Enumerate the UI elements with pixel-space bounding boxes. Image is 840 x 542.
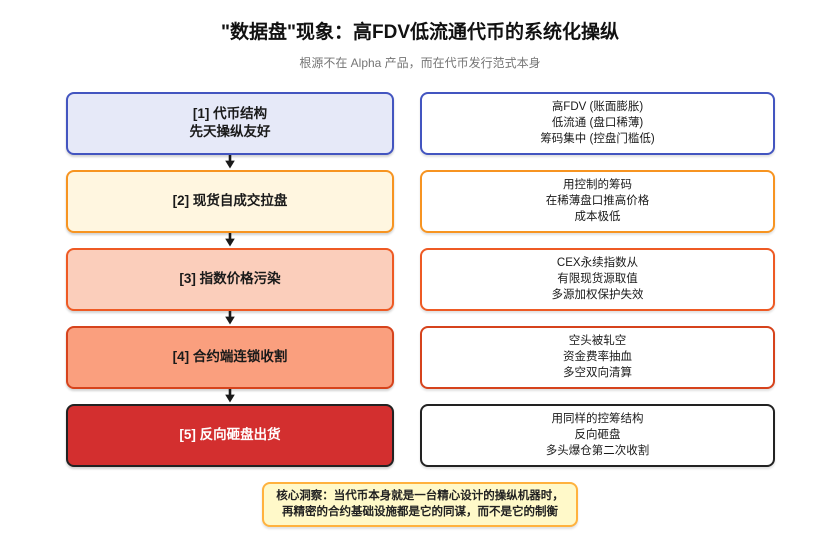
page-subtitle: 根源不在 Alpha 产品，而在代币发行范式本身 xyxy=(299,55,541,70)
arrow-down-icon xyxy=(225,311,235,325)
step-box-4: [4] 合约端连锁收割 xyxy=(66,325,394,389)
flow-row-5: [5] 反向砸盘出货 用同样的控筹结构 反向砸盘 多头爆仓第二次收割 xyxy=(66,403,775,467)
arrow-down-icon xyxy=(225,155,235,169)
flowchart: [1] 代币结构 先天操纵友好 高FDV (账面膨胀) 低流通 (盘口稀薄) 筹… xyxy=(66,91,775,467)
flow-connector-3 xyxy=(66,311,394,326)
flow-connector-2 xyxy=(66,233,394,248)
step-box-2: [2] 现货自成交拉盘 xyxy=(66,169,394,233)
flow-row-4: [4] 合约端连锁收割 空头被轧空 资金费率抽血 多空双向清算 xyxy=(66,325,775,389)
flow-connector-4 xyxy=(66,389,394,404)
flow-row-1: [1] 代币结构 先天操纵友好 高FDV (账面膨胀) 低流通 (盘口稀薄) 筹… xyxy=(66,91,775,155)
detail-box-4: 空头被轧空 资金费率抽血 多空双向清算 xyxy=(420,325,775,389)
step-box-5: [5] 反向砸盘出货 xyxy=(66,403,394,467)
detail-box-3: CEX永续指数从 有限现货源取值 多源加权保护失效 xyxy=(420,247,775,311)
flow-connector-1 xyxy=(66,155,394,170)
detail-box-5: 用同样的控筹结构 反向砸盘 多头爆仓第二次收割 xyxy=(420,403,775,467)
step-box-1: [1] 代币结构 先天操纵友好 xyxy=(66,91,394,155)
flow-row-2: [2] 现货自成交拉盘 用控制的筹码 在稀薄盘口推高价格 成本极低 xyxy=(66,169,775,233)
arrow-down-icon xyxy=(225,389,235,403)
arrow-down-icon xyxy=(225,233,235,247)
note-container: 核心洞察：当代币本身就是一台精心设计的操纵机器时， 再精密的合约基础设施都是它的… xyxy=(0,481,840,528)
detail-box-2: 用控制的筹码 在稀薄盘口推高价格 成本极低 xyxy=(420,169,775,233)
flow-row-3: [3] 指数价格污染 CEX永续指数从 有限现货源取值 多源加权保护失效 xyxy=(66,247,775,311)
page-title: "数据盘"现象：高FDV低流通代币的系统化操纵 xyxy=(220,22,620,43)
step-box-3: [3] 指数价格污染 xyxy=(66,247,394,311)
detail-box-1: 高FDV (账面膨胀) 低流通 (盘口稀薄) 筹码集中 (控盘门槛低) xyxy=(420,91,775,155)
core-insight-note: 核心洞察：当代币本身就是一台精心设计的操纵机器时， 再精密的合约基础设施都是它的… xyxy=(262,481,578,528)
